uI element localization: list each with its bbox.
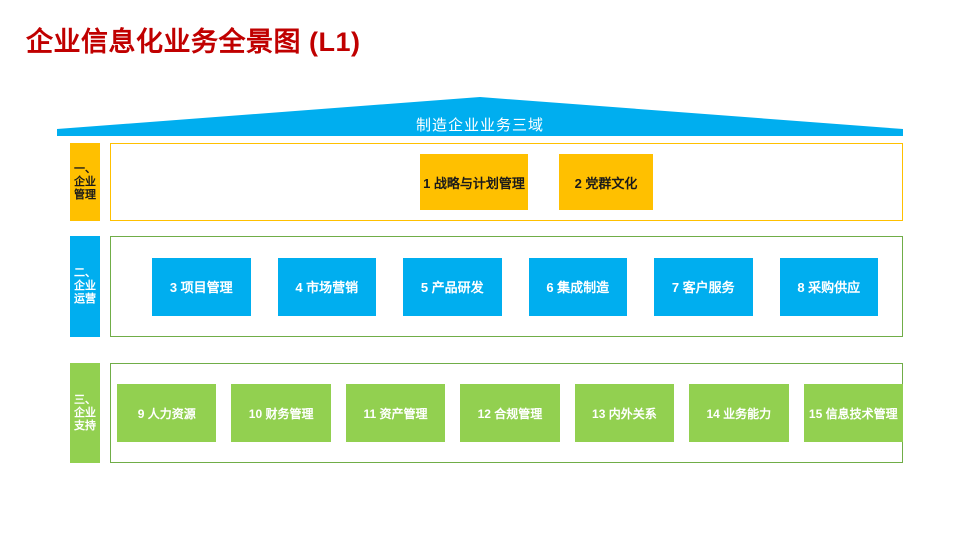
roof-triangle-icon: [57, 97, 903, 136]
capability-box-9[interactable]: 9 人力资源: [117, 384, 217, 442]
band-3-items: 9 人力资源 10 财务管理 11 资产管理 12 合规管理 13 内外关系 1…: [110, 363, 903, 463]
roof-label: 制造企业业务三域: [415, 117, 544, 134]
capability-box-15[interactable]: 15 信息技术管理: [803, 384, 903, 442]
band-1-tab-label[interactable]: 一、企业管理: [70, 143, 100, 221]
roof-banner: 制造企业业务三域: [57, 97, 903, 136]
capability-box-3[interactable]: 3 项目管理: [152, 257, 251, 316]
capability-box-13[interactable]: 13 内外关系: [574, 384, 675, 442]
band-enterprise-operations: 二、企业运营 3 项目管理 4 市场营销 5 产品研发 6 集成制造 7 客户服…: [70, 236, 903, 337]
band-1-items: 1 战略与计划管理 2 党群文化: [110, 143, 903, 221]
band-2-items: 3 项目管理 4 市场营销 5 产品研发 6 集成制造 7 客户服务 8 采购供…: [110, 236, 903, 337]
band-3-tab-label[interactable]: 三、企业支持: [70, 363, 100, 463]
capability-box-1[interactable]: 1 战略与计划管理: [420, 154, 528, 210]
capability-box-12[interactable]: 12 合规管理: [460, 384, 560, 442]
capability-box-11[interactable]: 11 资产管理: [345, 384, 446, 442]
capability-box-2[interactable]: 2 党群文化: [559, 154, 653, 210]
capability-box-14[interactable]: 14 业务能力: [689, 384, 789, 442]
capability-box-8[interactable]: 8 采购供应: [779, 257, 878, 316]
capability-box-10[interactable]: 10 财务管理: [231, 384, 331, 442]
band-enterprise-support: 三、企业支持 9 人力资源 10 财务管理 11 资产管理 12 合规管理 13…: [70, 363, 903, 463]
capability-box-4[interactable]: 4 市场营销: [277, 257, 376, 316]
band-2-tab-label[interactable]: 二、企业运营: [70, 236, 100, 337]
capability-box-6[interactable]: 6 集成制造: [528, 257, 627, 316]
page-title: 企业信息化业务全景图 (L1): [26, 27, 361, 57]
band-enterprise-management: 一、企业管理 1 战略与计划管理 2 党群文化: [70, 143, 903, 221]
capability-box-7[interactable]: 7 客户服务: [654, 257, 753, 316]
capability-box-5[interactable]: 5 产品研发: [403, 257, 502, 316]
